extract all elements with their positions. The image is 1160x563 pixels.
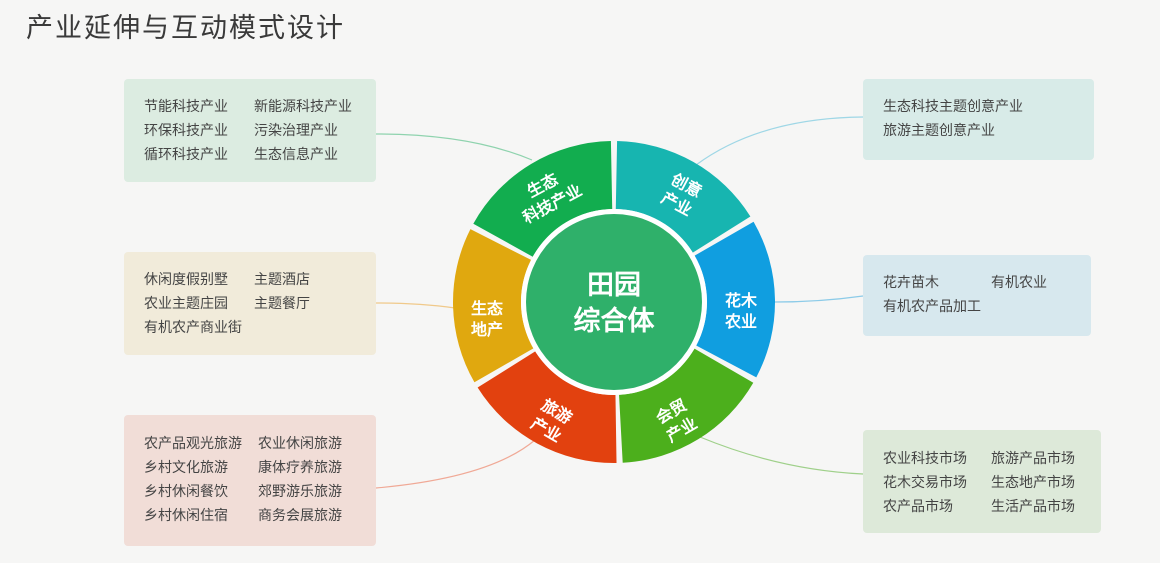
creative-industries-box: 生态科技主题创意产业旅游主题创意产业 [863,79,1094,160]
segment-eco-tech [473,141,613,257]
list-item: 花木交易市场 [883,475,967,491]
eco-tech-industries-box: 节能科技产业 新能源科技产业环保科技产业 污染治理产业循环科技产业 生态信息产业 [124,79,376,182]
list-item [254,316,344,340]
list-item: 乡村休闲住宿 [144,508,228,524]
center-label-line2: 综合体 [574,305,656,337]
list-item [991,295,1081,319]
connector-estate [375,302,456,309]
list-item: 环保科技产业 [144,123,228,139]
list-item: 农产品观光旅游 [144,436,242,452]
connector-lines [375,116,864,489]
segment-estate [453,229,534,383]
list-item: 旅游主题创意产业 [883,123,995,139]
segment-label-flower: 花木农业 [724,291,758,331]
list-item: 主题酒店 [254,272,310,288]
flower-agriculture-box: 花卉苗木 有机农业有机农产品加工 [863,255,1091,336]
list-item: 生态地产市场 [991,475,1075,491]
list-item: 农产品市场 [883,499,953,515]
list-item: 生态信息产业 [254,147,338,163]
list-item: 乡村文化旅游 [144,460,228,476]
eco-estate-industries-box: 休闲度假别墅 主题酒店农业主题庄园 主题餐厅有机农产商业街 [124,252,376,355]
list-item: 有机农业 [991,275,1047,291]
connector-trade [699,436,864,475]
center-label-line1: 田园 [587,270,641,301]
list-item: 商务会展旅游 [258,508,342,524]
segment-creative [615,141,751,253]
list-item: 农业主题庄园 [144,296,228,312]
list-item: 有机农产商业街 [144,320,242,336]
list-item: 郊野游乐旅游 [258,484,342,500]
connector-flower [774,295,864,303]
wheel-segments [453,141,775,463]
list-item: 休闲度假别墅 [144,272,228,288]
tourism-industries-box: 农产品观光旅游农业休闲旅游乡村文化旅游 康体疗养旅游乡村休闲餐饮 郊野游乐旅游乡村休… [124,415,376,546]
list-item: 污染治理产业 [254,123,338,139]
segment-tourism [477,351,617,463]
list-item: 康体疗养旅游 [258,460,342,476]
segment-label-estate: 生态地产 [471,299,503,339]
list-item: 生活产品市场 [991,499,1075,515]
connector-creative [695,116,864,166]
list-item: 乡村休闲餐饮 [144,484,228,500]
list-item: 花卉苗木 [883,275,939,291]
list-item: 新能源科技产业 [254,99,352,115]
list-item: 节能科技产业 [144,99,228,115]
trade-industries-box: 农业科技市场 旅游产品市场花木交易市场 生态地产市场农产品市场 生活产品市场 [863,430,1101,533]
list-item: 生态科技主题创意产业 [883,99,1023,115]
connector-tour [375,439,536,489]
segment-label-creative: 创意产业 [657,169,705,220]
list-item: 农业科技市场 [883,451,967,467]
connector-eco [375,133,533,161]
list-item: 农业休闲旅游 [258,436,342,452]
list-item: 主题餐厅 [254,296,310,312]
list-item: 旅游产品市场 [991,451,1075,467]
segment-trade [619,348,754,463]
center-circle [526,214,702,390]
segment-flower [694,221,775,378]
list-item: 循环科技产业 [144,147,228,163]
page-title: 产业延伸与互动模式设计 [26,13,345,44]
list-item: 有机农产品加工 [883,299,981,315]
